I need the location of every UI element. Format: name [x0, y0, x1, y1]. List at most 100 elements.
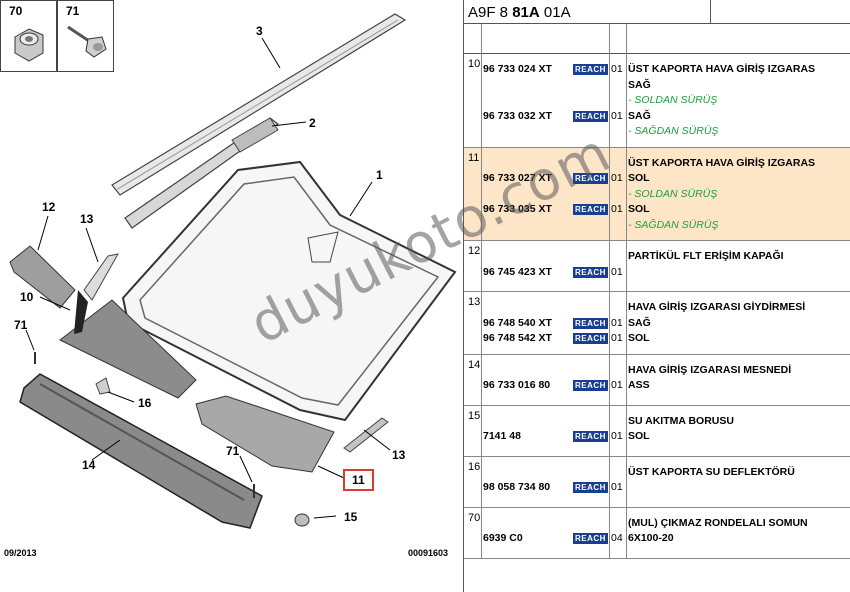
callout-15[interactable]: 15: [344, 510, 358, 524]
quantity: 01: [611, 379, 623, 391]
callout-10[interactable]: 10: [20, 290, 34, 304]
part-description: ASS: [628, 379, 650, 391]
part-number: 7141 48: [483, 430, 521, 442]
col-divider: [481, 354, 482, 406]
quantity: 01: [611, 332, 623, 344]
inset-71-number: 71: [66, 4, 80, 18]
callout-16[interactable]: 16: [138, 396, 152, 410]
row-ref: 14: [468, 358, 481, 371]
callout-71-left[interactable]: 71: [14, 318, 28, 332]
quantity: 01: [611, 265, 623, 278]
col-divider: [609, 354, 610, 406]
part-description: HAVA GİRİŞ IZGARASI MESNEDİ: [628, 363, 792, 376]
part-description: (MUL) ÇIKMAZ RONDELALI SOMUN: [628, 516, 808, 529]
table-row[interactable]: 13 HAVA GİRİŞ IZGARASI GİYDİRMESİ 96 748 5…: [464, 292, 850, 355]
part-number: 96 733 027 XT: [483, 172, 552, 184]
col-divider: [626, 147, 627, 241]
callout-14[interactable]: 14: [82, 458, 96, 472]
callout-1[interactable]: 1: [376, 168, 383, 182]
part-number: 96 748 540 XT: [483, 316, 552, 329]
table-row[interactable]: 12 PARTİKÜL FLT ERİŞİM KAPAĞI 96 745 423 X…: [464, 241, 850, 292]
callout-13-right[interactable]: 13: [392, 448, 406, 462]
reach-badge: REACH: [573, 482, 608, 493]
row-ref: 15: [468, 409, 481, 422]
callout-11-highlighted[interactable]: 11: [343, 469, 374, 491]
col-divider: [481, 24, 482, 54]
col-divider: [609, 147, 610, 241]
part-description: ÜST KAPORTA HAVA GİRİŞ IZGARAS: [628, 63, 816, 75]
col-divider: [626, 456, 627, 508]
part-description: PARTİKÜL FLT ERİŞİM KAPAĞI: [628, 250, 784, 262]
part-description: SOL: [628, 203, 650, 215]
col-divider: [609, 507, 610, 559]
part-description: SOL: [628, 332, 650, 344]
diagram-figure-ref: 00091603: [408, 548, 449, 558]
col-divider: [626, 24, 627, 54]
part-description: SAĞ: [628, 316, 651, 329]
inset-70[interactable]: 70: [0, 0, 57, 72]
drive-side-note: - SAĞDAN SÜRÜŞ: [628, 125, 719, 137]
code-prefix: A9F 8: [468, 4, 513, 21]
quantity: 01: [611, 430, 623, 442]
reach-badge: REACH: [573, 533, 608, 544]
part-number: 96 748 542 XT: [483, 332, 552, 344]
col-divider: [481, 405, 482, 457]
part-description: SU AKITMA BORUSU: [628, 414, 734, 427]
row-ref: 13: [468, 296, 481, 308]
part-number: 96 733 024 XT: [483, 63, 552, 75]
quantity: 01: [611, 109, 623, 122]
callout-12[interactable]: 12: [42, 200, 56, 214]
part-number: 98 058 734 80: [483, 481, 551, 493]
part-number: 96 733 016 80: [483, 379, 551, 391]
callout-3[interactable]: 3: [256, 24, 263, 38]
reach-badge: REACH: [573, 380, 608, 391]
col-divider: [609, 241, 610, 292]
callout-71-right[interactable]: 71: [226, 444, 240, 458]
col-divider: [609, 54, 610, 148]
part-description: ÜST KAPORTA SU DEFLEKTÖRÜ: [628, 465, 795, 478]
column-header-row: [464, 24, 850, 54]
callout-13-left[interactable]: 13: [80, 212, 94, 226]
nut-icon: [14, 28, 44, 62]
table-row[interactable]: 14 HAVA GİRİŞ IZGARASI MESNEDİ 96 733 016 …: [464, 354, 850, 406]
row-ref: 16: [468, 460, 481, 473]
part-number: 96 745 423 XT: [483, 265, 552, 278]
drive-side-note: - SOLDAN SÜRÜŞ: [628, 187, 718, 200]
quantity: 01: [611, 172, 623, 184]
code-bold: 81A: [512, 4, 540, 21]
drive-side-note: - SAĞDAN SÜRÜŞ: [628, 218, 719, 231]
part-description: HAVA GİRİŞ IZGARASI GİYDİRMESİ: [628, 301, 806, 313]
part-description: SOL: [628, 172, 650, 184]
quantity: 01: [611, 63, 623, 75]
col-divider: [626, 292, 627, 355]
row-ref: 11: [468, 151, 480, 164]
code-suffix: 01A: [539, 4, 571, 21]
callout-2[interactable]: 2: [309, 116, 316, 130]
col-divider: [481, 54, 482, 148]
parts-diagram: 70 71: [0, 0, 457, 558]
reach-badge: REACH: [573, 64, 608, 75]
reach-badge: REACH: [573, 431, 608, 442]
col-divider: [481, 292, 482, 355]
header-divider: [710, 0, 711, 24]
reach-badge: REACH: [573, 204, 608, 215]
quantity: 01: [611, 481, 623, 493]
row-ref: 70: [468, 511, 481, 524]
quantity: 01: [611, 316, 623, 329]
row-ref: 12: [468, 245, 481, 257]
table-row[interactable]: 16 ÜST KAPORTA SU DEFLEKTÖRÜ 98 058 734 80…: [464, 456, 850, 508]
col-divider: [481, 456, 482, 508]
part-description: SAĞ: [628, 109, 651, 122]
drive-side-note: - SOLDAN SÜRÜŞ: [628, 94, 718, 106]
diagram-date: 09/2013: [4, 548, 37, 558]
col-divider: [609, 456, 610, 508]
inset-71[interactable]: 71: [57, 0, 114, 72]
col-divider: [609, 292, 610, 355]
col-divider: [626, 507, 627, 559]
quantity: 01: [611, 203, 623, 215]
col-divider: [626, 405, 627, 457]
